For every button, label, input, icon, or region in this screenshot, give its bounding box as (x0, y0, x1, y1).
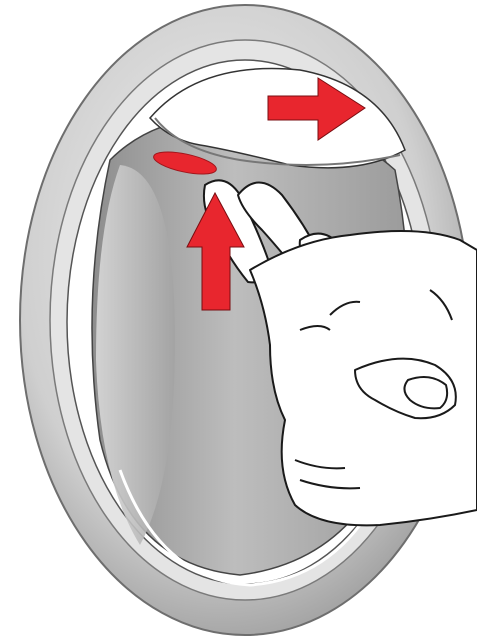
pull-release-illustration (0, 0, 477, 643)
